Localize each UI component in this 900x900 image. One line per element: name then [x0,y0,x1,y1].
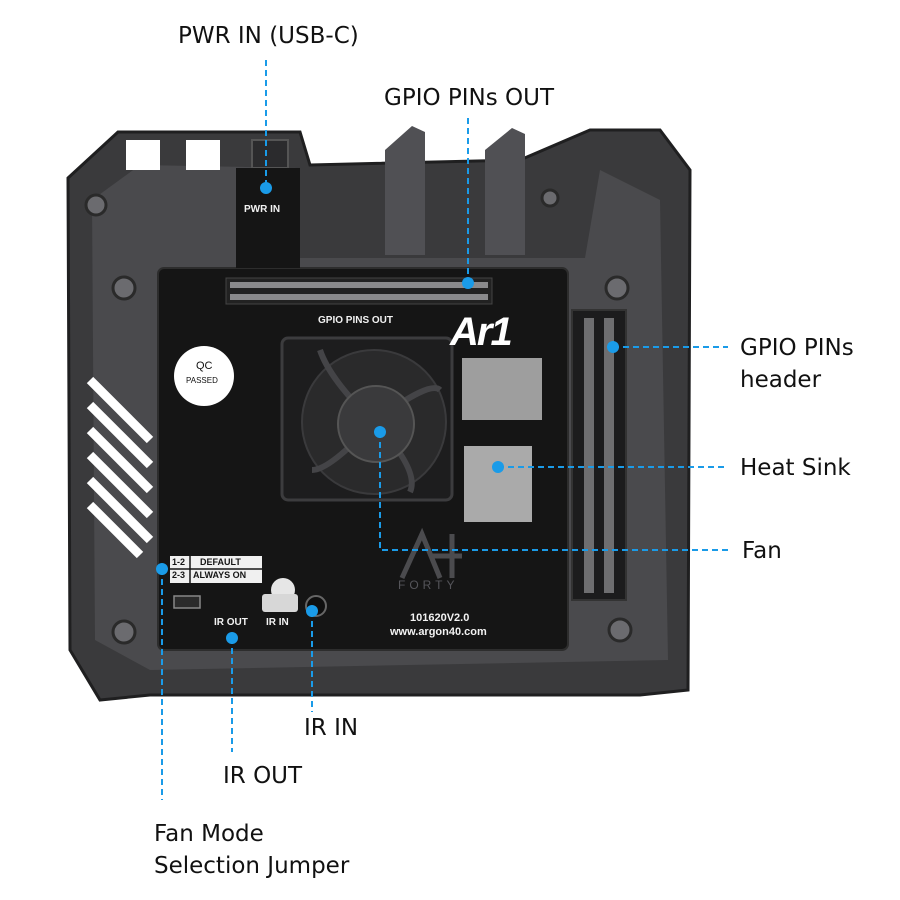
dot-fan-mode [156,563,168,575]
callout-dots [156,182,619,644]
gpio-pin-dots [230,282,488,300]
callout-fan-mode-line1: Fan Mode [154,821,264,847]
case-screws [84,188,633,645]
pcb-pwr-in-label: PWR IN [244,204,281,215]
heat-sink [464,446,532,522]
dot-gpio-out [462,277,474,289]
callout-gpio-header-line2: header [740,367,822,393]
gpio-tab-left [385,126,425,255]
port-cutout-1 [126,140,160,170]
port-cutout-2 [186,140,220,170]
heat-sink-top [462,358,542,420]
dot-ir-out [226,632,238,644]
jumper-row2-mode: ALWAYS ON [193,570,247,580]
qc-sticker [174,346,234,406]
leader-fan [379,432,728,551]
jumper-pins [173,595,201,609]
dot-heat-sink [492,461,504,473]
pcb-gpio-pins-out-label: GPIO PINS OUT [318,315,394,326]
callout-gpio-header: GPIO PINs header [740,332,854,396]
dot-fan [374,426,386,438]
callout-fan-mode: Fan Mode Selection Jumper [154,818,349,882]
gpio-tab-right [485,128,525,255]
jumper-row1-mode: DEFAULT [200,557,241,567]
gpio-header-block [571,309,627,601]
jumper-row1-pins: 1-2 [172,557,186,567]
fan-hub [337,385,415,463]
callout-ir-out: IR OUT [223,763,303,789]
qc-sticker-passed: PASSED [186,376,218,385]
pcb-ir-in-label: IR IN [266,617,289,628]
callout-ir-in: IR IN [304,715,359,741]
dot-gpio-header [607,341,619,353]
callout-fan: Fan [742,538,782,564]
board-website: www.argon40.com [390,626,487,638]
jumper-row2-pins: 2-3 [172,570,186,580]
callout-gpio-header-line1: GPIO PINs [740,335,854,361]
vent-slots [86,376,154,559]
board-revision: 101620V2.0 [410,612,470,624]
gpio-header-pins [584,318,614,593]
dot-pwr-in [260,182,272,194]
callout-gpio-pins-out: GPIO PINs OUT [384,85,555,111]
brand-forty: FORTY [398,578,459,592]
ir-in-sensor [262,594,298,612]
ar1-logo: Ar1 [450,310,513,354]
pcb-ir-out-label: IR OUT [214,617,248,628]
dot-ir-in [306,605,318,617]
callout-leaders [161,60,728,800]
gpio-pin-row [225,277,493,305]
callout-fan-mode-line2: Selection Jumper [154,853,350,879]
forty-logo-mark [399,527,462,580]
usbc-port-cutout [251,139,289,169]
callout-pwr-in-usbc: PWR IN (USB-C) [178,23,359,49]
qc-sticker-text: QC [196,360,213,372]
callout-heat-sink: Heat Sink [740,455,851,481]
